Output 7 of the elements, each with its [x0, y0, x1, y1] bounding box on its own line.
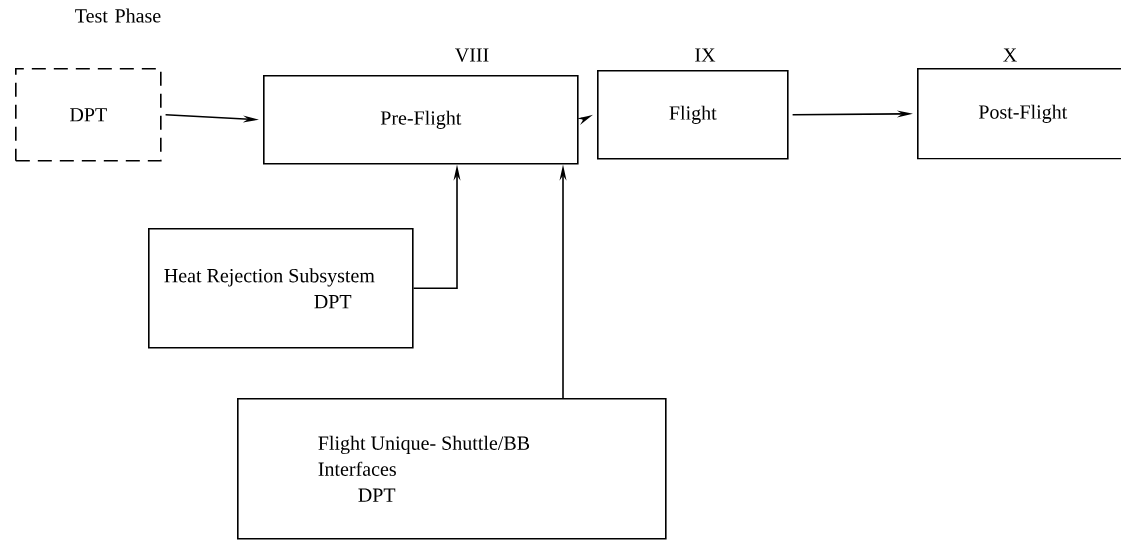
phase-box: Pre-Flight — [263, 75, 579, 165]
phase-box: Post-Flight — [917, 68, 1121, 160]
subsystem-box: Heat Rejection Subsystem DPT — [148, 228, 414, 349]
interface-box: Flight Unique- Shuttle/BB Interfaces DPT — [237, 398, 667, 540]
phase-box: Flight — [597, 70, 789, 160]
dashed-box: DPT — [15, 68, 162, 162]
phase-label: Test Phase — [75, 8, 161, 23]
